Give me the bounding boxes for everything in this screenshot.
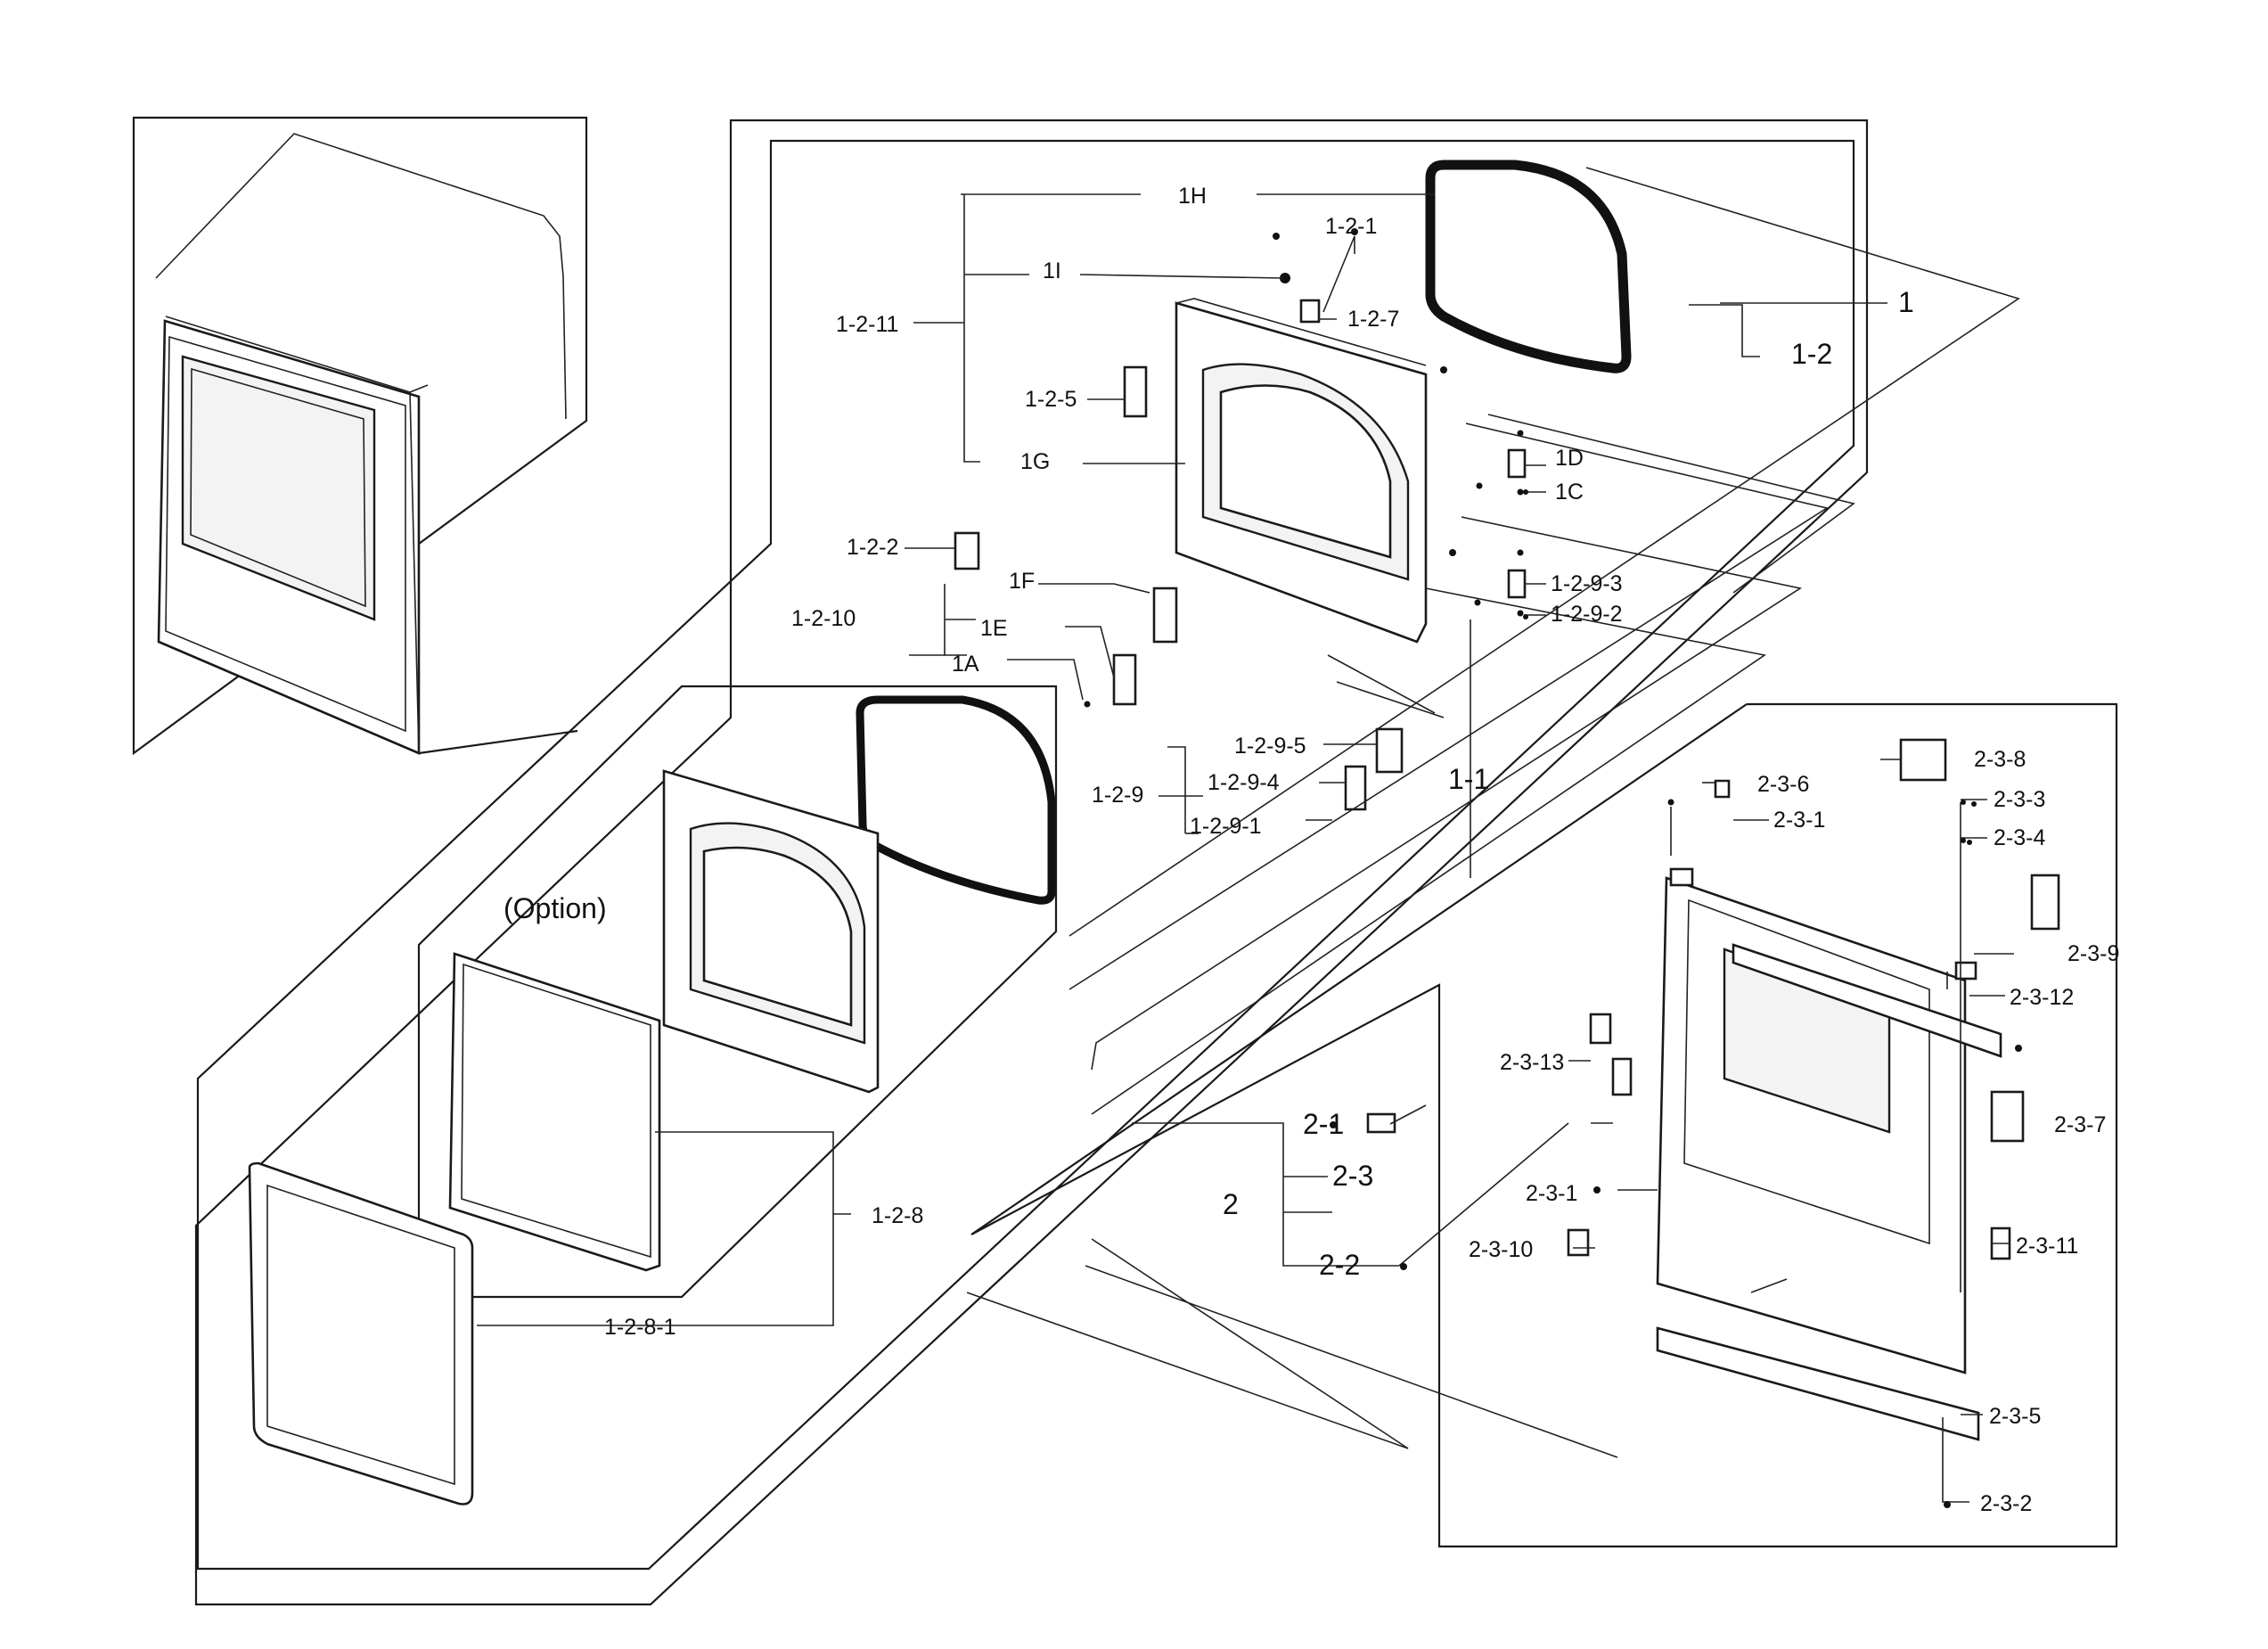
label-2-3-8: 2-3-8 bbox=[1974, 747, 2026, 772]
label-2-3-3: 2-3-3 bbox=[1994, 787, 2045, 812]
label-2-3-1-bottom: 2-3-1 bbox=[1526, 1181, 1577, 1206]
label-2-3-10: 2-3-10 bbox=[1469, 1237, 1533, 1262]
label-1f: 1F bbox=[1009, 569, 1035, 594]
assembly-1-outline bbox=[194, 119, 1869, 1606]
label-1-2-5: 1-2-5 bbox=[1025, 387, 1077, 412]
label-1-2-9: 1-2-9 bbox=[1092, 783, 1143, 808]
label-1: 1 bbox=[1898, 286, 1914, 318]
part-labels: 1H 1-2-1 1I 1-2-7 1-2-11 1-2-5 1G 1-2-2 … bbox=[504, 184, 2119, 1516]
label-1-2-1: 1-2-1 bbox=[1325, 214, 1377, 239]
label-2-3-7: 2-3-7 bbox=[2054, 1112, 2106, 1137]
option-door-trim bbox=[248, 1161, 474, 1505]
label-1a: 1A bbox=[952, 652, 979, 677]
option-door-box bbox=[417, 685, 1058, 1299]
label-2-1: 2-1 bbox=[1303, 1108, 1344, 1140]
label-2-3-5: 2-3-5 bbox=[1989, 1404, 2041, 1429]
label-2-3-13: 2-3-13 bbox=[1500, 1050, 1564, 1075]
leader-lines bbox=[477, 193, 2014, 1503]
label-2: 2 bbox=[1223, 1188, 1239, 1220]
label-1-2-9-5: 1-2-9-5 bbox=[1234, 734, 1306, 759]
label-1-2: 1-2 bbox=[1791, 338, 1832, 370]
hinge-parts-group-1 bbox=[954, 228, 1527, 811]
label-2-3-1-top: 2-3-1 bbox=[1773, 808, 1825, 833]
dryer-overview-illustration bbox=[132, 116, 588, 756]
label-1-2-9-3: 1-2-9-3 bbox=[1551, 571, 1623, 596]
label-1-2-7: 1-2-7 bbox=[1347, 307, 1399, 332]
label-1g: 1G bbox=[1020, 449, 1050, 474]
label-1h: 1H bbox=[1178, 184, 1207, 209]
label-2-3-6: 2-3-6 bbox=[1757, 772, 1809, 797]
inner-door-frame bbox=[1175, 298, 1456, 644]
assembly-guide-lines bbox=[966, 167, 2020, 1458]
label-2-3: 2-3 bbox=[1332, 1160, 1373, 1192]
label-1-2-8-1: 1-2-8-1 bbox=[604, 1315, 676, 1340]
label-2-3-2: 2-3-2 bbox=[1980, 1491, 2032, 1516]
label-1-2-11: 1-2-11 bbox=[836, 312, 898, 337]
label-1e: 1E bbox=[980, 616, 1008, 641]
label-1-2-8: 1-2-8 bbox=[872, 1203, 923, 1228]
label-option: (Option) bbox=[504, 892, 607, 924]
label-2-2: 2-2 bbox=[1319, 1249, 1360, 1281]
label-1d: 1D bbox=[1555, 446, 1584, 471]
label-2-3-11: 2-3-11 bbox=[2016, 1234, 2078, 1259]
label-2-3-9: 2-3-9 bbox=[2067, 941, 2119, 966]
leader-dots bbox=[1330, 489, 1966, 1508]
label-1-2-9-2: 1-2-9-2 bbox=[1551, 602, 1623, 627]
label-1-2-9-4: 1-2-9-4 bbox=[1208, 770, 1280, 795]
label-1-1: 1-1 bbox=[1448, 763, 1489, 795]
option-gasket bbox=[856, 695, 1056, 905]
label-2-3-4: 2-3-4 bbox=[1994, 825, 2045, 850]
outer-door-panel bbox=[1366, 738, 2060, 1441]
label-1-2-2: 1-2-2 bbox=[847, 535, 898, 560]
label-1-2-9-1: 1-2-9-1 bbox=[1190, 814, 1262, 839]
assembly-2-outline bbox=[970, 702, 2118, 1548]
label-2-3-12: 2-3-12 bbox=[2010, 985, 2074, 1010]
label-1-2-10: 1-2-10 bbox=[791, 606, 856, 631]
door-gasket-1h bbox=[1425, 160, 1632, 373]
label-1i: 1I bbox=[1043, 258, 1061, 283]
option-outer-panel bbox=[448, 952, 661, 1272]
label-1c: 1C bbox=[1555, 480, 1584, 505]
option-inner-frame bbox=[662, 769, 880, 1094]
